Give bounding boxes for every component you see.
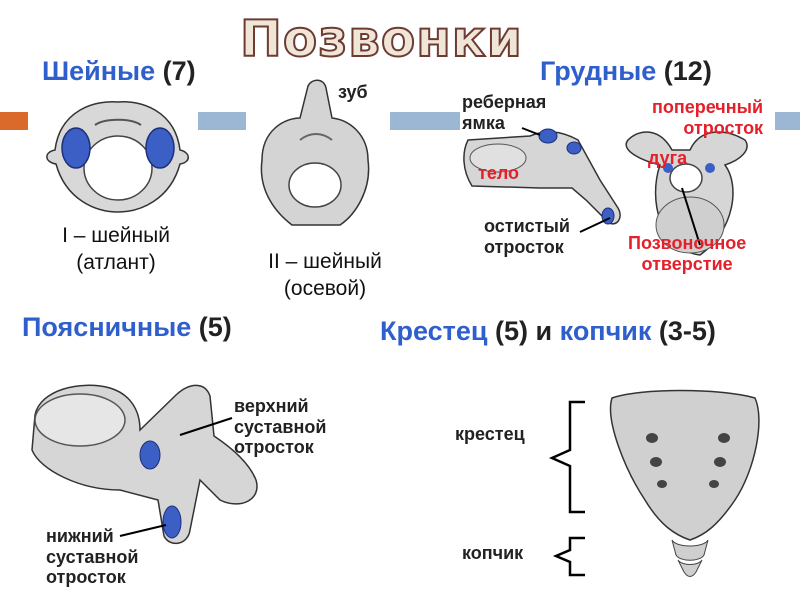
label-foramen-line2: отверстие <box>628 254 746 275</box>
label-lower-articular-line1: нижний <box>46 526 138 547</box>
label-upper-articular-line2: суставной <box>234 417 326 438</box>
label-spinous: остистый отросток <box>484 216 570 257</box>
heading-cervical-count: (7) <box>163 56 196 86</box>
heading-coccyx-count: (3-5) <box>659 316 716 346</box>
axis-caption-line1: II – шейный <box>245 248 405 275</box>
heading-conj: и <box>536 316 553 346</box>
label-spinous-line2: отросток <box>484 237 570 258</box>
heading-sacrum-count: (5) <box>495 316 528 346</box>
atlas-caption-line2: (атлант) <box>40 249 192 276</box>
label-sacrum: крестец <box>455 424 525 445</box>
page-title: Позвонки <box>240 10 523 68</box>
atlas-caption: I – шейный (атлант) <box>40 222 192 277</box>
label-foramen: Позвоночное отверстие <box>628 233 746 274</box>
heading-thoracic-name: Грудные <box>540 56 656 86</box>
label-costal-pit: реберная ямка <box>462 92 546 133</box>
heading-sacral: Крестец (5) и копчик (3-5) <box>380 316 716 347</box>
heading-thoracic: Грудные (12) <box>540 56 712 87</box>
label-lower-articular-line3: отросток <box>46 567 138 588</box>
label-upper-articular-line1: верхний <box>234 396 326 417</box>
heading-coccyx-name: копчик <box>560 316 652 346</box>
label-lower-articular-line2: суставной <box>46 547 138 568</box>
label-foramen-line1: Позвоночное <box>628 233 746 254</box>
label-upper-articular: верхний суставной отросток <box>234 396 326 458</box>
heading-lumbar-count: (5) <box>199 312 232 342</box>
label-tooth: зуб <box>338 82 368 103</box>
lumbar-illustration <box>32 385 257 543</box>
label-costal-pit-line2: ямка <box>462 113 546 134</box>
sacrum-coccyx-illustration <box>552 391 759 577</box>
heading-cervical: Шейные (7) <box>42 56 196 87</box>
label-arch: дуга <box>648 148 687 169</box>
heading-lumbar-name: Поясничные <box>22 312 191 342</box>
label-transverse: поперечный отросток <box>652 97 763 138</box>
heading-thoracic-count: (12) <box>664 56 712 86</box>
axis-caption: II – шейный (осевой) <box>245 248 405 303</box>
label-costal-pit-line1: реберная <box>462 92 546 113</box>
axis-caption-line2: (осевой) <box>245 275 405 302</box>
label-body: тело <box>478 163 519 184</box>
atlas-caption-line1: I – шейный <box>40 222 192 249</box>
heading-lumbar: Поясничные (5) <box>22 312 232 343</box>
label-coccyx: копчик <box>462 543 523 564</box>
heading-cervical-name: Шейные <box>42 56 155 86</box>
label-lower-articular: нижний суставной отросток <box>46 526 138 588</box>
label-transverse-line1: поперечный <box>652 97 763 118</box>
label-transverse-line2: отросток <box>652 118 763 139</box>
heading-sacrum-name: Крестец <box>380 316 488 346</box>
atlas-illustration <box>47 102 188 212</box>
label-spinous-line1: остистый <box>484 216 570 237</box>
label-upper-articular-line3: отросток <box>234 437 326 458</box>
